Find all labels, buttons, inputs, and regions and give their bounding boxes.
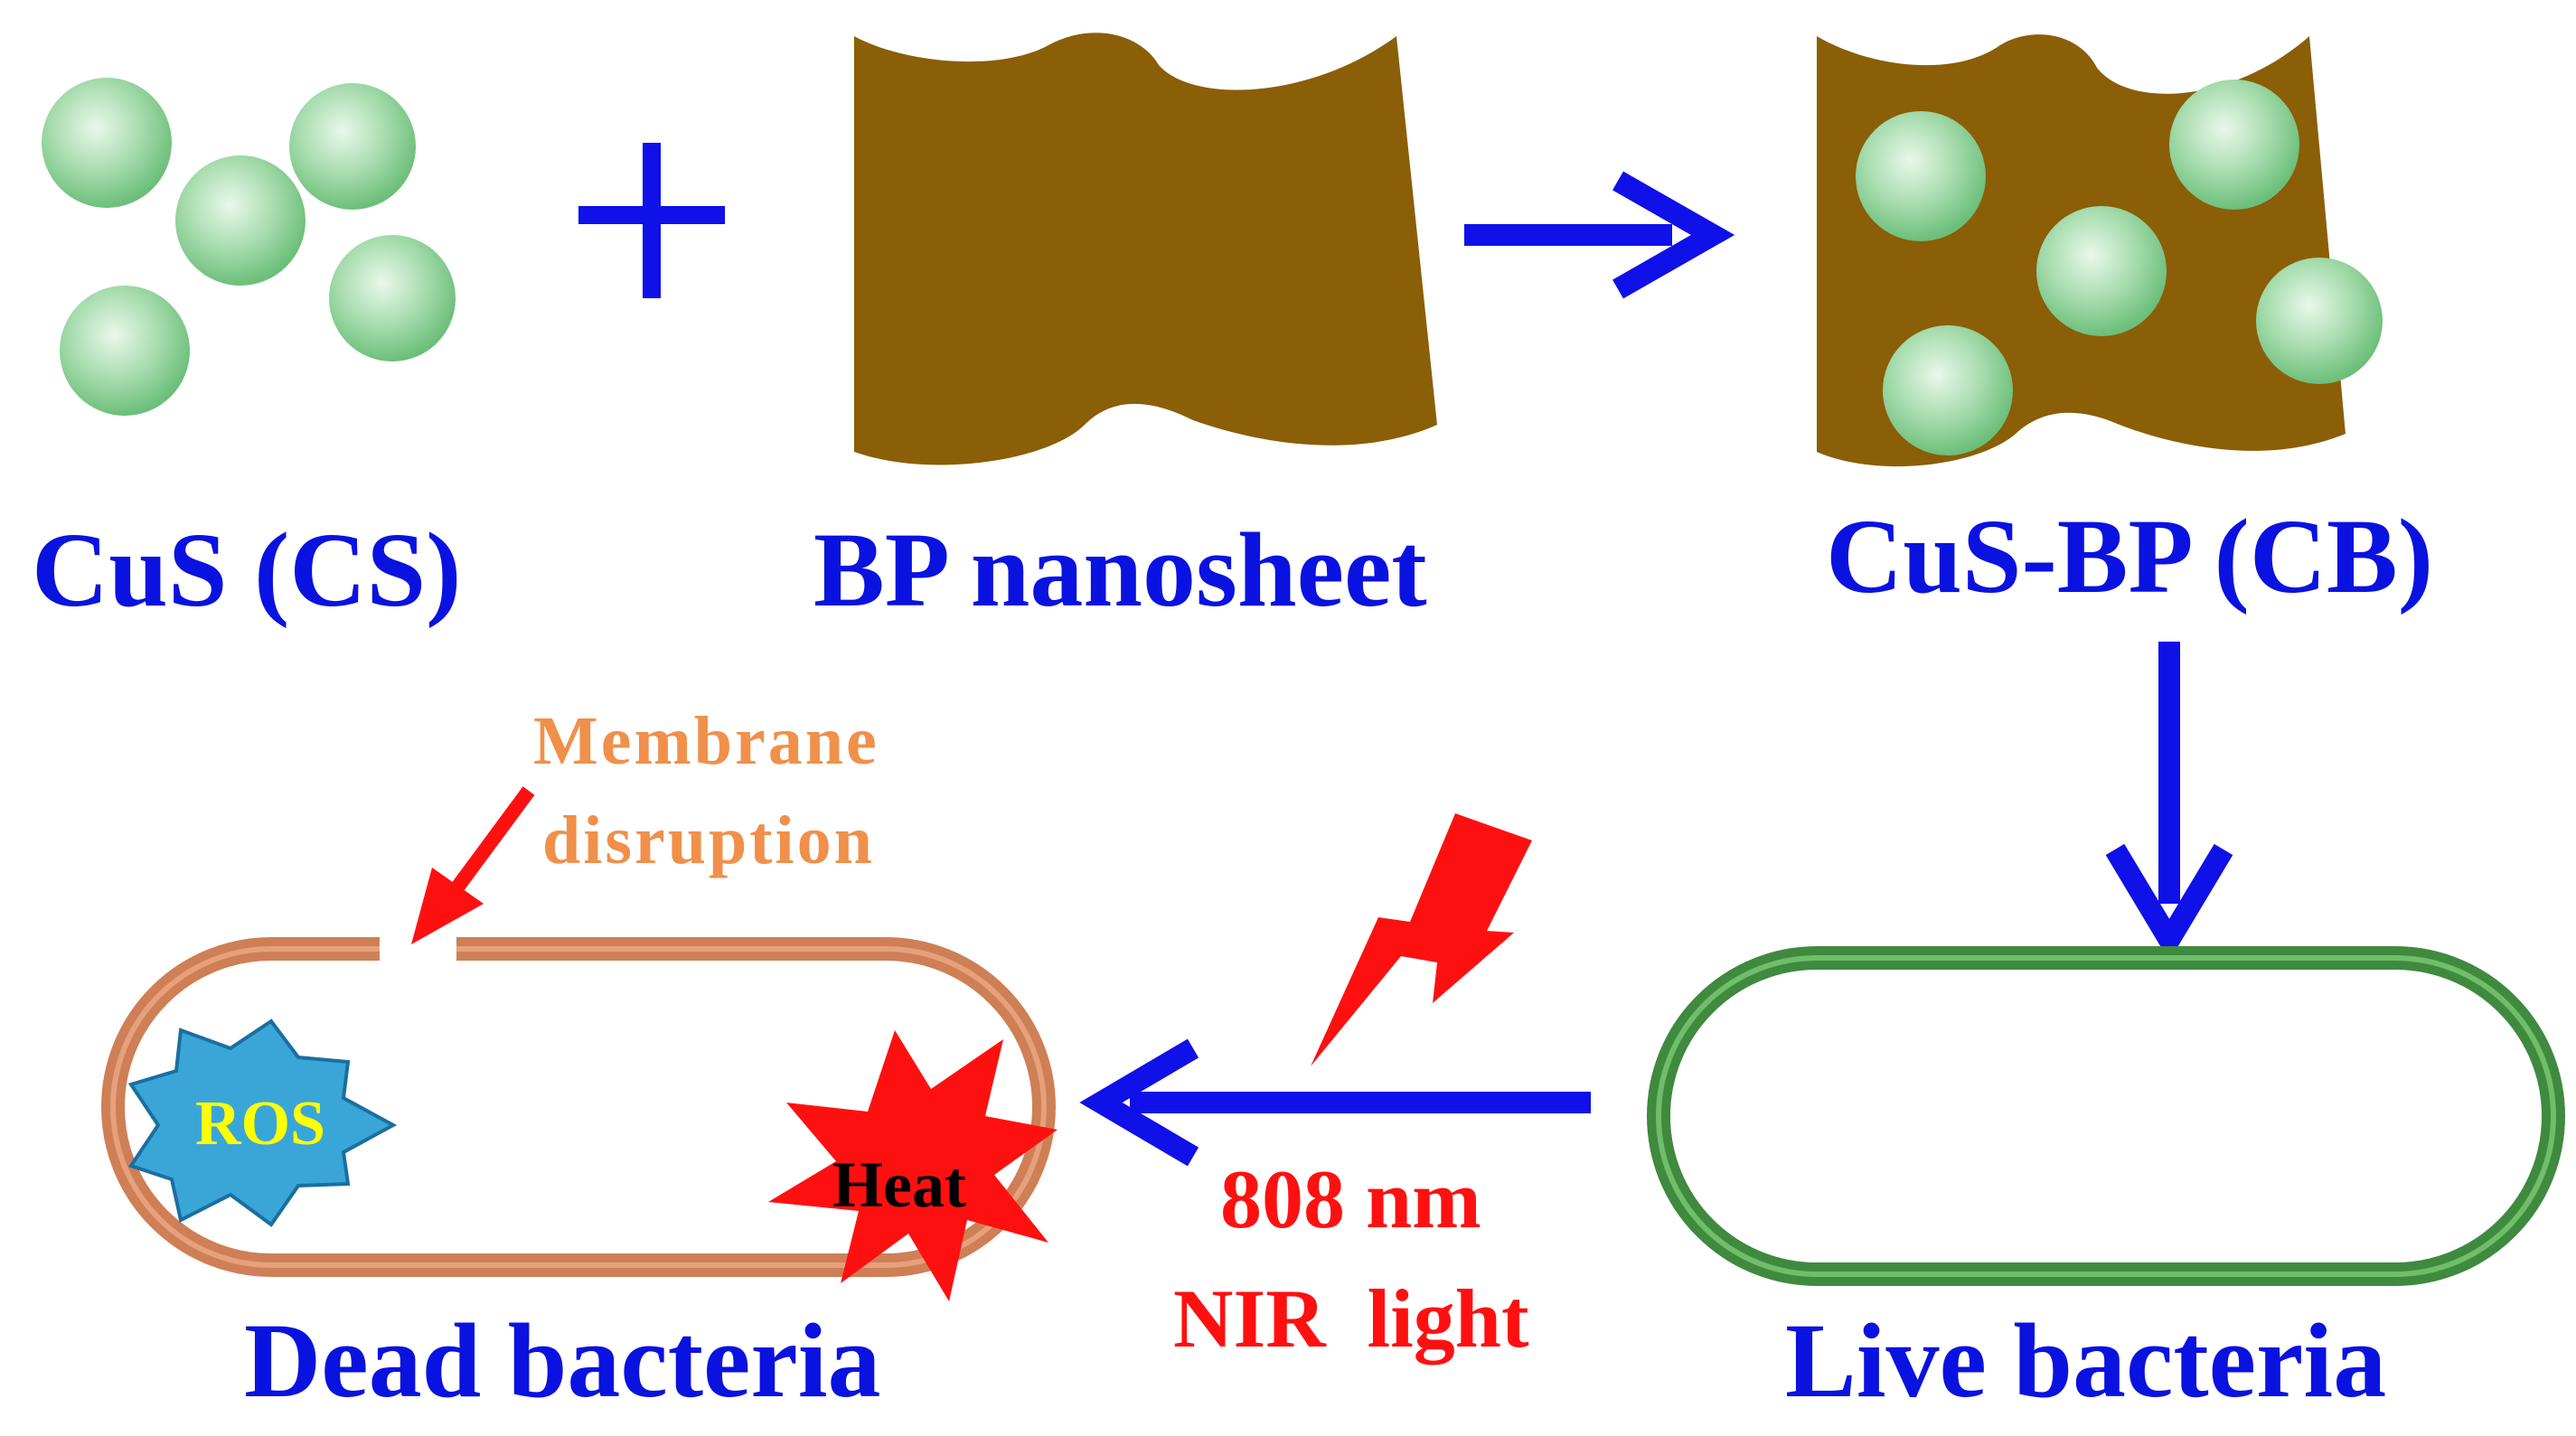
label-nir-wavelength: 808 nm [1220, 1153, 1481, 1245]
cus-sphere [60, 286, 190, 416]
label-cus: CuS (CS) [32, 511, 461, 629]
cb-sphere [2036, 206, 2167, 336]
arrow-down-icon [2105, 642, 2233, 962]
cus-sphere [329, 235, 456, 361]
cusbp-composite [1817, 34, 2383, 467]
bp-nanosheet [854, 33, 1437, 465]
ros-badge: ROS [127, 1018, 398, 1227]
cus-sphere [289, 83, 416, 210]
plus-icon [578, 143, 725, 298]
label-cusbp: CuS-BP (CB) [1826, 497, 2433, 615]
cb-sphere [1883, 325, 2013, 455]
label-disruption: disruption [542, 802, 875, 878]
label-bp-nanosheet: BP nanosheet [813, 511, 1427, 629]
cus-sphere [42, 78, 172, 208]
live-membrane-highlight [1656, 955, 2556, 1277]
cb-sphere [1856, 111, 1986, 241]
arrow-right-icon [1464, 171, 1735, 299]
ros-label: ROS [195, 1089, 325, 1159]
live-bacterium [1647, 946, 2565, 1286]
cb-sphere [2169, 80, 2299, 210]
disruption-arrow-icon [411, 786, 535, 944]
heat-label: Heat [832, 1149, 966, 1221]
heat-badge: Heat [768, 1030, 1058, 1301]
cus-sphere [175, 155, 306, 286]
heat-burst-icon [768, 1030, 1058, 1301]
label-dead-bacteria: Dead bacteria [244, 1301, 881, 1420]
label-membrane: Membrane [533, 703, 879, 779]
lightning-icon [1311, 813, 1532, 1066]
dead-membrane-highlight [110, 946, 1047, 1268]
ros-star-icon [127, 1018, 398, 1227]
arrow-left-icon [1079, 1038, 1591, 1167]
label-nir-light: NIR light [1173, 1272, 1529, 1365]
cus-particles [42, 78, 456, 416]
cb-sphere [2256, 258, 2383, 384]
label-live-bacteria: Live bacteria [1785, 1301, 2386, 1420]
